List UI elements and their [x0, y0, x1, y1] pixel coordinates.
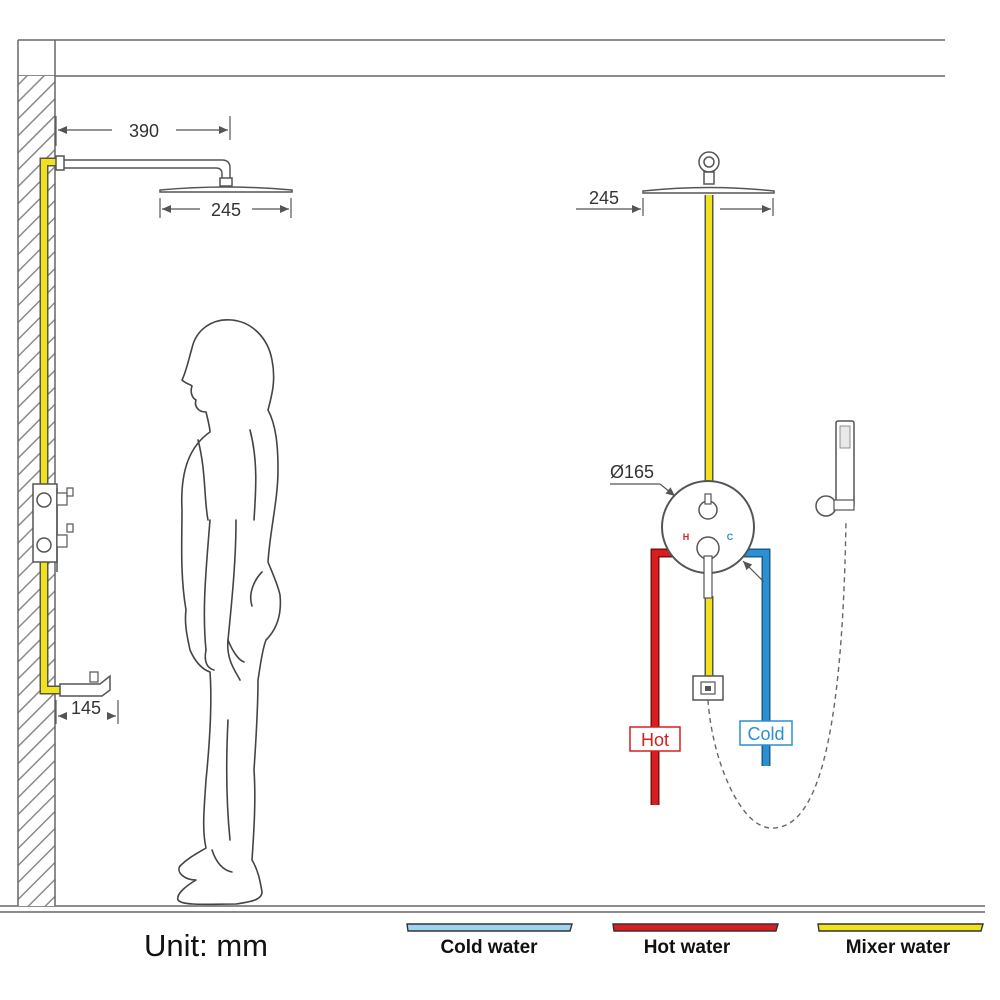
legend-item-hot: Hot water: [612, 923, 779, 958]
legend-item-mixer: Mixer water: [817, 923, 984, 958]
left-spout-cap: [89, 671, 99, 683]
dimension-valve-diameter-label: Ø165: [610, 462, 654, 482]
hot-pipe-tag-label: Hot: [641, 730, 669, 750]
human-figure-outline: [176, 319, 282, 906]
legend-swatch-hot: [612, 923, 779, 932]
valve-cold-mark: C: [727, 532, 734, 542]
left-shower-arm: [55, 155, 233, 187]
unit-label: Unit: mm: [144, 928, 268, 963]
cold-pipe-tag: Cold: [739, 720, 793, 746]
right-valve-plate: [661, 480, 755, 599]
ceiling: [18, 39, 945, 77]
dimension-left-head-width: [159, 198, 292, 218]
dimension-left-head-width-label: 245: [211, 200, 241, 220]
legend-label-hot: Hot water: [644, 937, 731, 958]
right-shower-head: [642, 186, 775, 194]
hand-shower: [815, 420, 855, 517]
wall: [17, 40, 56, 906]
dimension-right-head-width: [576, 198, 774, 216]
left-mixer-pipe-fill: [41, 159, 60, 693]
left-bath-spout: [59, 674, 111, 697]
dimension-arm-length: [55, 116, 231, 146]
valve-hot-mark: H: [683, 532, 690, 542]
dimension-spout-projection-label: 145: [71, 698, 101, 718]
hose-outlet: [692, 675, 724, 701]
legend-swatch-cold: [406, 923, 573, 932]
legend-label-mixer: Mixer water: [846, 937, 951, 958]
hot-pipe-tag: Hot: [629, 726, 681, 752]
floor: [0, 905, 985, 913]
legend: Cold water Hot water Mixer water: [406, 923, 984, 958]
right-ceiling-mount: [698, 151, 720, 185]
cold-pipe-tag-label: Cold: [747, 724, 784, 744]
hot-pipe-outline: [650, 548, 680, 805]
shower-hose: [707, 519, 847, 829]
valve-diameter-arrow-upper: [659, 483, 676, 497]
dimension-arm-length-label: 390: [129, 121, 159, 141]
valve-diameter-arrow-lower: [742, 560, 765, 583]
left-valve-box: [32, 483, 74, 572]
legend-label-cold: Cold water: [440, 937, 538, 958]
legend-swatch-mixer: [817, 923, 984, 932]
legend-item-cold: Cold water: [406, 923, 573, 958]
cold-pipe: [738, 550, 769, 766]
dimension-spout-projection: [55, 700, 119, 724]
left-shower-head: [159, 186, 293, 193]
dimension-right-head-width-label: 245: [589, 188, 619, 208]
